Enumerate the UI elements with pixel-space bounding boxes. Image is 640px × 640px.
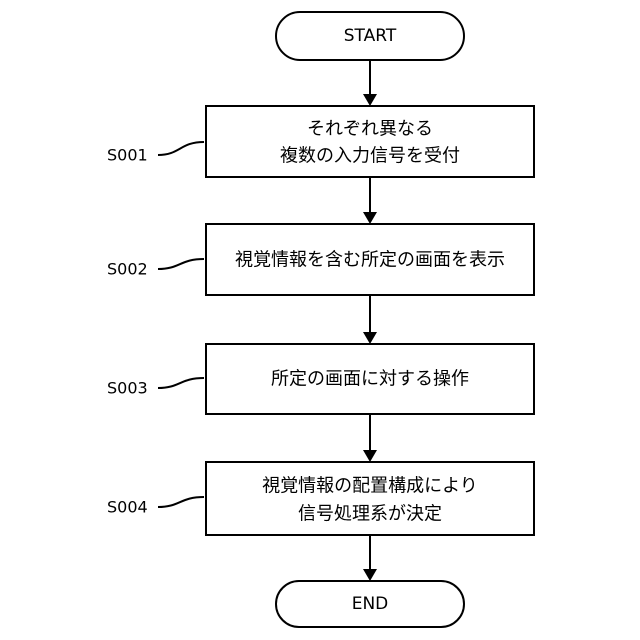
process-text-s004-line1: 視覚情報の配置構成により [262, 476, 478, 497]
arrowhead [363, 94, 377, 106]
arrowhead [363, 212, 377, 224]
process-text-s002-line1: 視覚情報を含む所定の画面を表示 [235, 250, 505, 271]
leader-s001 [158, 142, 204, 155]
process-text-s001-line1: それぞれ異なる [307, 119, 433, 140]
start-label: START [344, 26, 397, 46]
arrowhead [363, 332, 377, 344]
process-text-s001-line2: 複数の入力信号を受付 [280, 146, 460, 167]
step-label-s002: S002 [107, 260, 148, 279]
arrowhead [363, 450, 377, 462]
arrowhead [363, 569, 377, 581]
leader-s002 [158, 259, 204, 269]
step-label-s004: S004 [107, 498, 148, 517]
process-text-s003-line1: 所定の画面に対する操作 [271, 369, 469, 390]
leader-s004 [158, 497, 204, 507]
leader-s003 [158, 378, 204, 388]
end-label: END [352, 594, 389, 614]
step-label-s001: S001 [107, 146, 148, 165]
process-text-s004-line2: 信号処理系が決定 [298, 504, 442, 525]
step-label-s003: S003 [107, 379, 148, 398]
